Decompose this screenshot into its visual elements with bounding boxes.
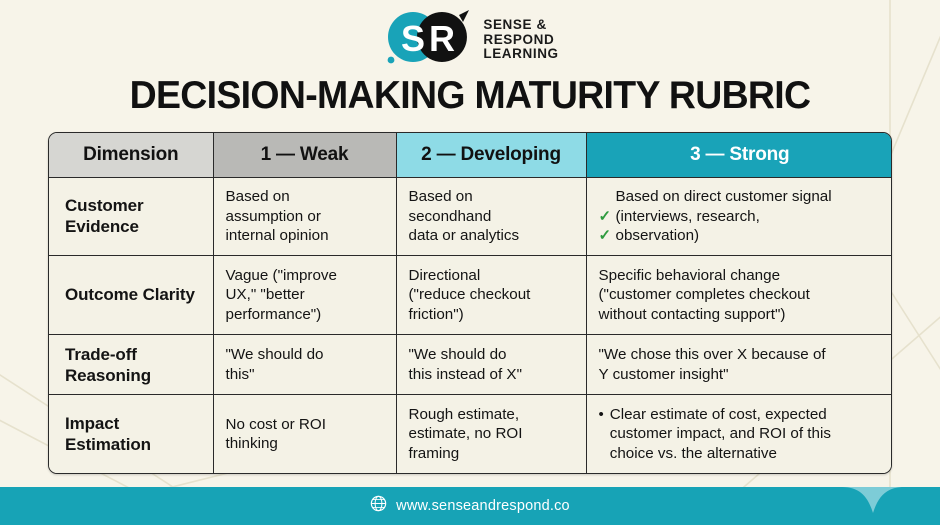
cell-line-text: observation) <box>615 227 700 245</box>
check-icon: ✓ <box>598 227 612 245</box>
cell-line: UX," "better <box>225 286 305 304</box>
cell-line: ("customer completes checkout <box>599 285 884 305</box>
logo-black-bubble <box>417 12 468 62</box>
cell-line: Rough estimate, <box>408 405 520 423</box>
table-row: Impact Estimation No cost or ROI thinking R… <box>49 394 891 473</box>
logo-bubble-tail <box>459 10 470 22</box>
logo-letter-s: S <box>401 18 425 59</box>
bullet-icon: • <box>598 405 604 423</box>
cell-line: choice vs. the alternative <box>609 444 777 462</box>
brand-name-line2: Respond <box>483 31 555 47</box>
cell-line: ✓observation) <box>599 226 884 246</box>
brand-name-line3: Learning <box>483 46 559 62</box>
cell-line-text: "We chose this over X because of <box>598 346 826 364</box>
brand-name: Sense & Respond Learning <box>483 16 558 62</box>
cell-line-text: Specific behavioral change <box>598 266 781 284</box>
column-header-weak: 1 — Weak <box>213 133 397 178</box>
cell-line: this instead of X" <box>408 365 522 383</box>
brand-name-line1: Sense & <box>483 17 547 33</box>
cell-line: assumption or <box>225 207 321 225</box>
cell-line: Based on <box>225 188 290 206</box>
cell-line-text: (interviews, research, <box>615 207 760 225</box>
cell-line: friction") <box>408 305 464 323</box>
cell-line: ✓(interviews, research, <box>599 207 884 227</box>
cell-strong: Based on direct customer signal✓(intervi… <box>586 177 891 257</box>
cell-line-text: Based on direct customer signal <box>615 188 832 206</box>
cell-line: framing <box>408 444 460 462</box>
page-title: Decision-Making Maturity Rubric <box>129 74 811 117</box>
cell-dimension: Impact Estimation <box>49 394 214 473</box>
column-header-developing: 2 — Developing <box>396 133 587 178</box>
rubric-table: Dimension 1 — Weak 2 — Developing 3 — St… <box>49 133 891 473</box>
globe-icon <box>370 495 387 517</box>
logo-dot <box>387 56 395 64</box>
cell-line: Based on <box>408 188 473 206</box>
cell-line-text: Y customer insight" <box>598 365 729 383</box>
cell-line: Directional <box>408 266 481 284</box>
logo-letter-r: R <box>429 18 455 59</box>
footer-url[interactable]: www.senseandrespond.co <box>396 498 570 514</box>
cell-line: this" <box>225 365 255 383</box>
cell-line: "We should do <box>408 346 507 364</box>
cell-line: ("reduce checkout <box>408 286 531 304</box>
rubric-table-card: Dimension 1 — Weak 2 — Developing 3 — St… <box>48 132 892 474</box>
cell-dimension: Outcome Clarity <box>49 255 214 335</box>
cell-line: "We chose this over X because of <box>599 345 884 365</box>
cell-weak: No cost or ROI thinking <box>213 394 397 473</box>
cell-dimension: Trade-off Reasoning <box>49 334 214 396</box>
cell-line: performance") <box>225 305 322 323</box>
column-header-dimension: Dimension <box>49 133 214 178</box>
cell-line: Clear estimate of cost, expected <box>609 405 827 423</box>
cell-line: "We should do <box>225 346 324 364</box>
bullet-text: Clear estimate of cost, expected customer… <box>610 405 831 464</box>
table-header: Dimension 1 — Weak 2 — Developing 3 — St… <box>49 133 891 178</box>
cell-line: Y customer insight" <box>599 365 884 385</box>
cell-line-text: without contacting support") <box>598 305 786 323</box>
cell-strong: Specific behavioral change ("customer com… <box>586 255 891 335</box>
cell-line: without contacting support") <box>599 305 884 325</box>
footer-leaf-decoration <box>842 487 904 513</box>
cell-line: Specific behavioral change <box>599 266 884 286</box>
cell-line: No cost or ROI <box>225 415 326 433</box>
cell-dimension: Customer Evidence <box>49 177 214 257</box>
cell-line: Vague ("improve <box>225 266 337 284</box>
cell-strong: • Clear estimate of cost, expected custome… <box>586 394 891 473</box>
column-header-strong: 3 — Strong <box>586 133 891 178</box>
cell-line: thinking <box>225 435 278 453</box>
cell-line: data or analytics <box>408 227 520 245</box>
cell-line: customer impact, and ROI of this <box>609 425 831 443</box>
cell-line: internal opinion <box>225 227 329 245</box>
logo-mark: S R <box>381 10 473 68</box>
brand-logo: S R Sense & Respond Learning <box>0 8 940 70</box>
cell-line-text: ("customer completes checkout <box>598 286 810 304</box>
cell-line: Based on direct customer signal <box>599 187 884 207</box>
bullet-list-item: • Clear estimate of cost, expected custome… <box>599 405 884 464</box>
table-header-row: Dimension 1 — Weak 2 — Developing 3 — St… <box>49 133 891 178</box>
footer-bar: www.senseandrespond.co <box>0 487 940 525</box>
cell-line: secondhand <box>408 207 492 225</box>
cell-line: estimate, no ROI <box>408 425 523 443</box>
check-icon: ✓ <box>598 207 612 225</box>
